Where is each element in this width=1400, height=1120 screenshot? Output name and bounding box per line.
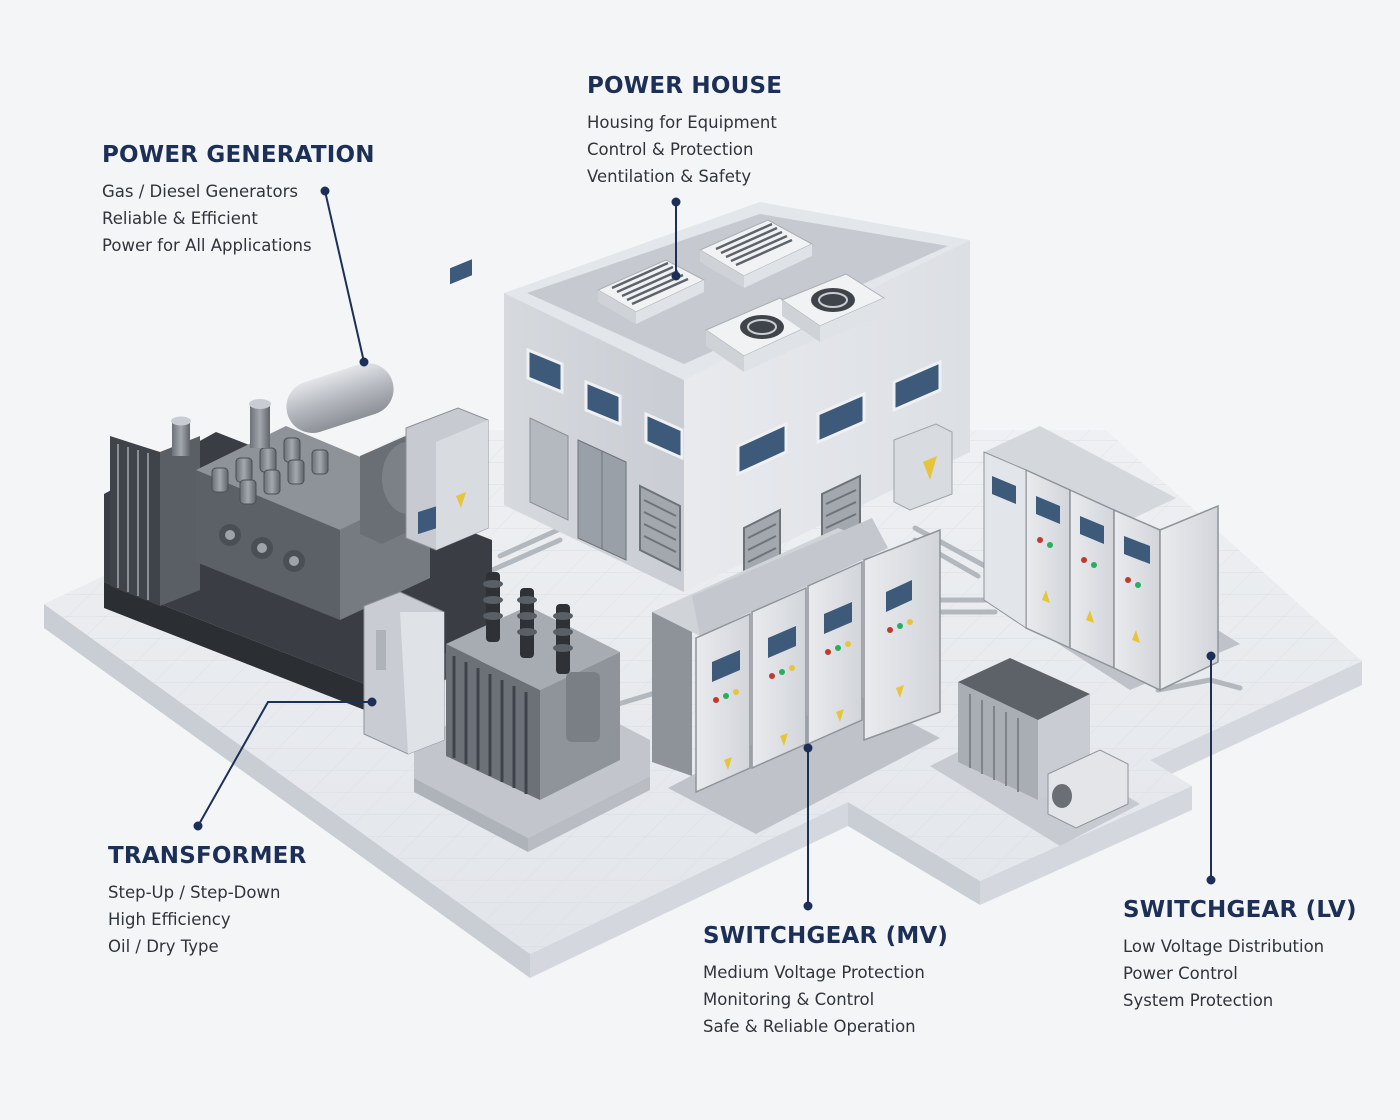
warning-icon <box>456 492 466 508</box>
callout-line: Step-Up / Step-Down <box>108 883 281 902</box>
callout-title: TRANSFORMER <box>108 843 307 869</box>
callout-line: Reliable & Efficient <box>102 209 258 228</box>
callout-line: Monitoring & Control <box>703 990 875 1009</box>
callout-list: Step-Up / Step-Down High Efficiency Oil … <box>108 879 307 960</box>
callout-line: System Protection <box>1123 991 1274 1010</box>
callout-transformer: TRANSFORMER Step-Up / Step-Down High Eff… <box>108 843 307 960</box>
warning-icon <box>923 456 937 480</box>
callout-line: High Efficiency <box>108 910 231 929</box>
callout-list: Gas / Diesel Generators Reliable & Effic… <box>102 178 375 259</box>
callout-line: Housing for Equipment <box>587 113 777 132</box>
callout-switchgear-lv: SWITCHGEAR (LV) Low Voltage Distribution… <box>1123 897 1357 1014</box>
callout-line: Power for All Applications <box>102 236 312 255</box>
callout-line: Ventilation & Safety <box>587 167 752 186</box>
auxiliary-unit <box>930 658 1140 846</box>
transformer-unit <box>363 506 650 852</box>
leader-lines <box>193 186 1216 911</box>
callout-title: SWITCHGEAR (MV) <box>703 923 949 949</box>
callout-power-house: POWER HOUSE Housing for Equipment Contro… <box>587 73 782 190</box>
callout-line: Medium Voltage Protection <box>703 963 925 982</box>
callout-title: POWER HOUSE <box>587 73 783 99</box>
callout-title: POWER GENERATION <box>102 142 375 168</box>
warning-icon <box>1042 590 1140 643</box>
switchgear-mv <box>652 518 941 834</box>
callout-list: Medium Voltage Protection Monitoring & C… <box>703 959 948 1040</box>
callout-title: SWITCHGEAR (LV) <box>1123 897 1357 923</box>
callout-line: Oil / Dry Type <box>108 937 219 956</box>
warning-icon <box>724 685 904 770</box>
callout-line: Safe & Reliable Operation <box>703 1017 916 1036</box>
callout-line: Power Control <box>1123 964 1238 983</box>
callout-switchgear-mv: SWITCHGEAR (MV) Medium Voltage Protectio… <box>703 923 948 1040</box>
power-house-building <box>504 202 970 592</box>
fan-icon <box>780 273 886 342</box>
callout-line: Low Voltage Distribution <box>1123 937 1325 956</box>
callout-power-generation: POWER GENERATION Gas / Diesel Generators… <box>102 142 375 259</box>
callout-line: Gas / Diesel Generators <box>102 182 298 201</box>
callout-list: Housing for Equipment Control & Protecti… <box>587 109 782 190</box>
switchgear-lv <box>983 426 1240 692</box>
callout-line: Control & Protection <box>587 140 754 159</box>
vent-icon <box>596 259 706 324</box>
vent-icon <box>698 219 814 288</box>
callout-list: Low Voltage Distribution Power Control S… <box>1123 933 1357 1014</box>
